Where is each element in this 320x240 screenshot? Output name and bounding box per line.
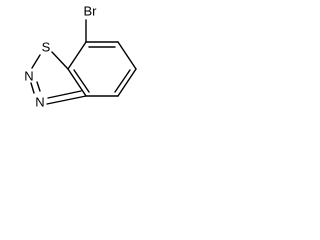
atom-label-nitrogen-3: N xyxy=(35,95,44,110)
atom-label-bromine: Br xyxy=(84,4,98,19)
double-bond-c7a-c3a xyxy=(73,69,90,93)
bond-c4-c5 xyxy=(117,68,137,97)
structure-diagram: Br S N N xyxy=(24,4,137,110)
double-bond-c4-c5 xyxy=(114,69,131,93)
double-bond-n2-n3 xyxy=(36,81,41,92)
double-bond-n3-c3a xyxy=(47,90,82,99)
bond-c7a-s xyxy=(51,51,69,70)
bond-c5-c6 xyxy=(117,41,137,70)
atom-label-sulfur: S xyxy=(42,40,51,55)
bond-c7a-c3a xyxy=(67,68,87,97)
atom-label-nitrogen-2: N xyxy=(24,69,33,84)
benzene-ring xyxy=(67,41,137,97)
bond-n3-c3a xyxy=(46,95,87,105)
thiadiazole-ring xyxy=(30,51,87,105)
bond-n2-n3 xyxy=(30,82,35,94)
bond-c7-c7a xyxy=(67,41,87,70)
bond-s-n2 xyxy=(31,54,41,69)
